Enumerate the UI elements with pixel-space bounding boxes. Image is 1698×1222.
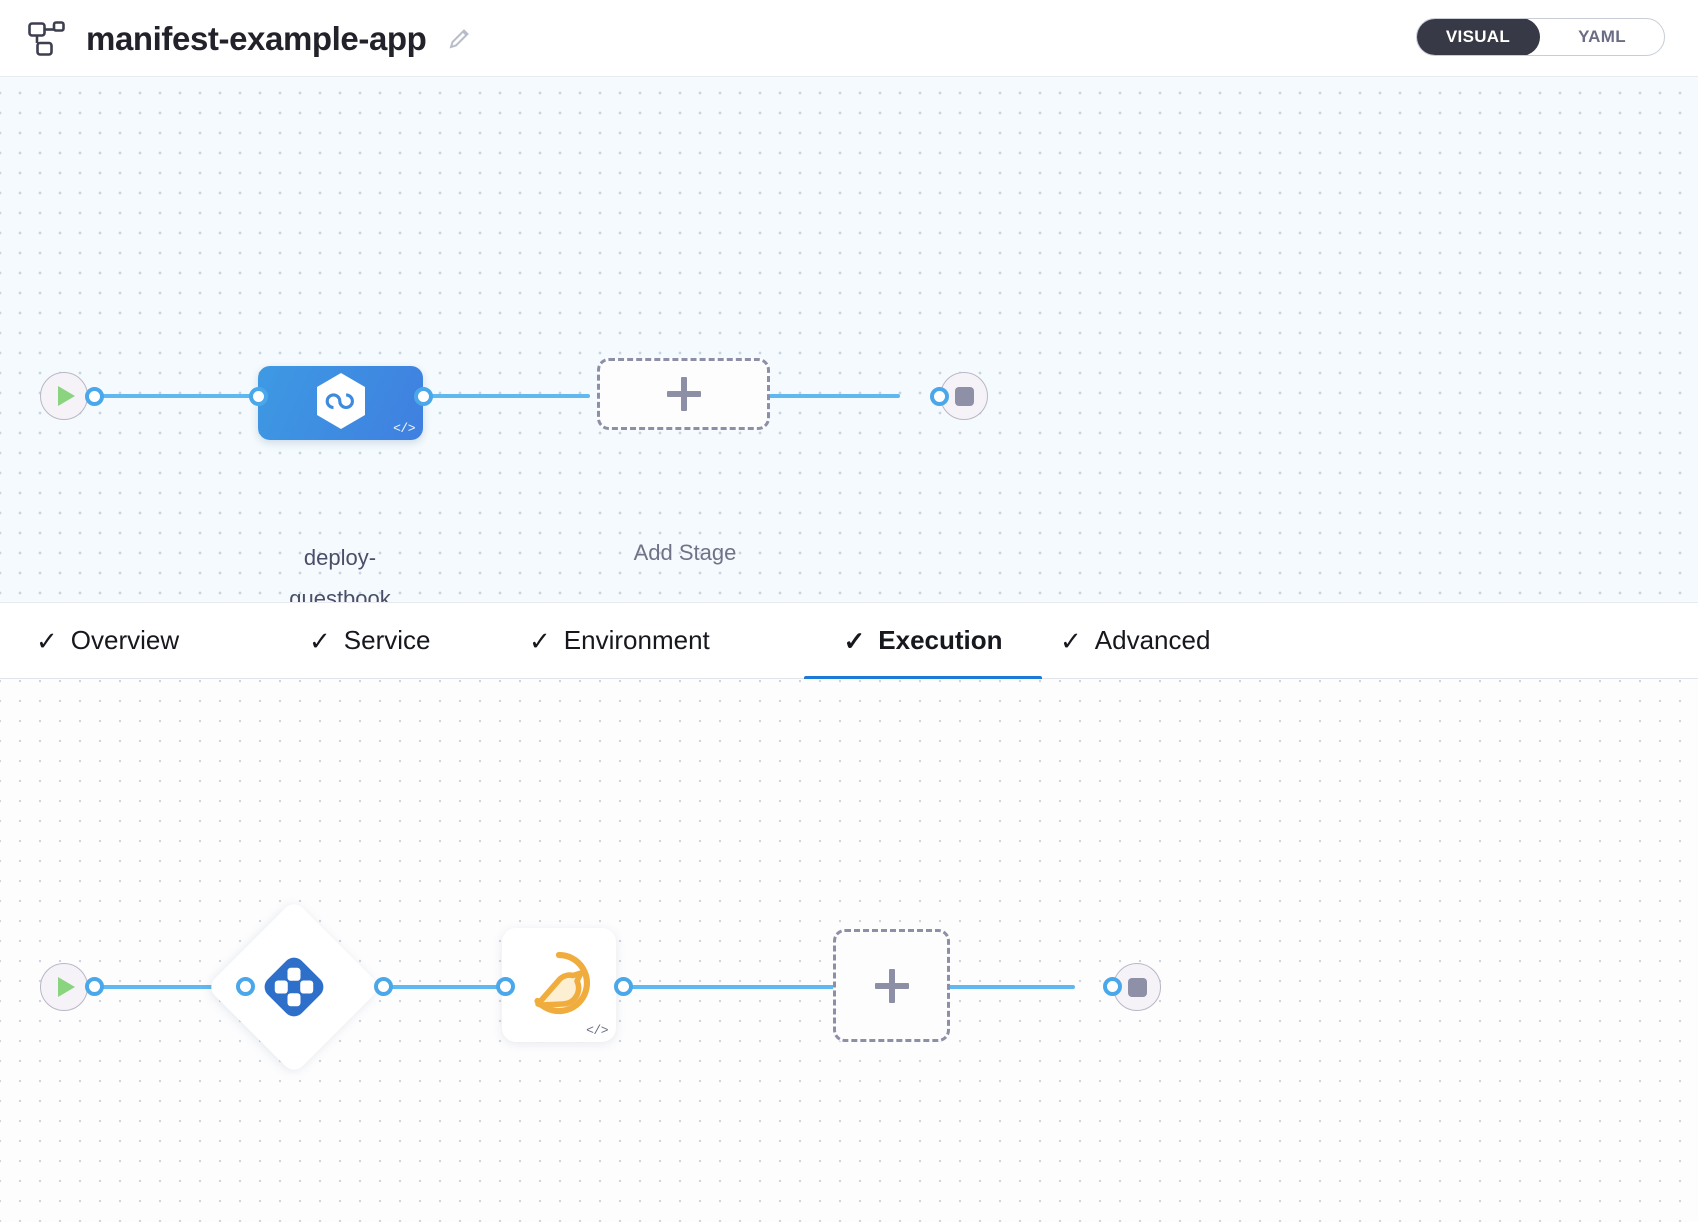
tab-advanced[interactable]: ✓ Advanced [1060,603,1260,679]
approval-diamond-shape[interactable] [206,899,382,1075]
execution-graph-canvas[interactable]: HarnessApprov al_1 </> K8sCanaryDepl oy_… [0,679,1698,1222]
tab-execution[interactable]: ✓ Execution [804,603,1042,680]
header-left-group: manifest-example-app [28,0,472,77]
stage-node-label: deploy- guestbook [289,545,391,603]
connector-dot-stage-right [414,387,433,406]
execution-start-circle [40,963,88,1011]
play-icon [57,386,75,406]
check-icon: ✓ [529,625,551,656]
check-icon: ✓ [843,625,866,656]
check-icon: ✓ [1060,625,1082,656]
start-node-circle [40,372,88,420]
play-icon [57,977,75,997]
yaml-code-badge[interactable]: </> [586,1023,608,1038]
connector-dot-canary-left [496,977,515,996]
toggle-option-visual[interactable]: VISUAL [1417,19,1540,55]
tab-execution-label: Execution [878,625,1003,655]
connector-dot-approval-left [236,977,255,996]
add-stage-label[interactable]: Add Stage [633,540,737,565]
tab-service[interactable]: ✓ Service [309,603,449,679]
connector-addstage-to-end [745,394,900,398]
toggle-option-yaml[interactable]: YAML [1578,27,1626,46]
connector-start-to-approval [70,985,245,989]
connector-addstep-to-end [925,985,1075,989]
connector-dot-stage-left [249,387,268,406]
connector-stage-to-addstage [420,394,590,398]
header-bar: manifest-example-app VISUAL YAML [0,0,1698,77]
stage-tabs[interactable]: ✓ Overview ✓ Service ✓ Environment ✓ Exe… [0,603,1698,680]
connector-dot-end [930,387,949,406]
connector-start-to-stage [70,394,260,398]
tab-environment-label: Environment [563,625,710,655]
canary-bird-icon [523,947,595,1024]
connector-dot-approval-right [374,977,393,996]
pipeline-icon [28,20,70,57]
add-stage-button[interactable] [597,358,770,430]
stop-icon [1127,977,1147,997]
connector-dot-canary-right [614,977,633,996]
tab-overview[interactable]: ✓ Overview [36,603,211,679]
connector-dot-exec-end [1103,977,1122,996]
pipeline-start-node [40,372,88,420]
plus-icon [666,377,701,411]
pencil-icon[interactable] [442,26,472,52]
add-step-button[interactable] [833,929,950,1042]
tab-overview-label: Overview [70,625,180,655]
connector-dot-start [85,387,104,406]
stage-node-box[interactable]: </> [258,366,423,440]
execution-start-node [40,963,88,1011]
tab-environment[interactable]: ✓ Environment [529,603,744,679]
stop-icon [954,386,974,406]
check-icon: ✓ [309,625,331,656]
tab-service-label: Service [343,625,431,655]
connector-dot-exec-start [85,977,104,996]
step-node-k8s-canary-deploy[interactable]: </> [502,928,616,1042]
yaml-code-badge[interactable]: </> [393,421,415,436]
check-icon: ✓ [36,625,58,656]
harness-cd-hexagon-icon [313,371,369,436]
view-mode-toggle[interactable]: VISUAL YAML [1416,18,1665,56]
step-node-harness-approval[interactable] [206,899,382,1075]
harness-approval-icon [261,954,327,1020]
page-title: manifest-example-app [86,19,427,57]
connector-approval-to-canary [380,985,540,989]
tab-advanced-label: Advanced [1094,625,1211,655]
stage-graph-canvas[interactable]: </> deploy- guestbook Add Stage [0,77,1698,603]
connector-canary-to-addstep [620,985,835,989]
plus-icon [874,968,909,1003]
stage-node-deploy-guestbook[interactable]: </> [258,366,423,440]
